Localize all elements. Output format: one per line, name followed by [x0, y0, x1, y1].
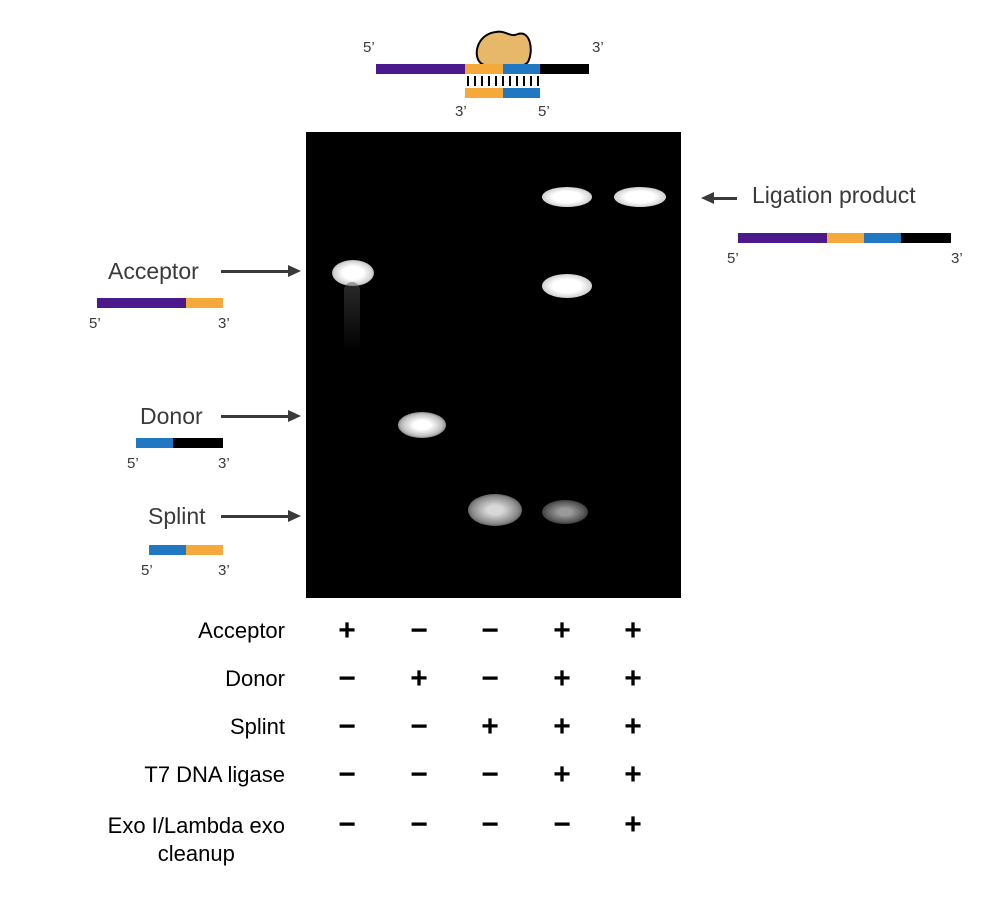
- top-donor-segment: [540, 64, 589, 74]
- sign-cell: +: [553, 758, 571, 791]
- condition-label-donor: Donor: [225, 666, 285, 691]
- splint-strand-blue: [149, 545, 186, 555]
- condition-label-splint: Splint: [229, 714, 285, 739]
- sign-cell: −: [553, 808, 571, 841]
- condition-label-acceptor: Acceptor: [198, 618, 285, 643]
- gel-band-product-lane5: [614, 187, 666, 207]
- splint-label: Splint: [148, 503, 206, 529]
- donor-five-prime: 5’: [127, 455, 139, 472]
- splint-three-prime-label: 3’: [455, 103, 467, 120]
- sign-cell: −: [338, 758, 356, 791]
- sign-cell: +: [338, 614, 356, 647]
- splint-five-prime-label: 5’: [538, 103, 550, 120]
- ligation-product-label: Ligation product: [752, 182, 916, 208]
- sign-cell: −: [410, 808, 428, 841]
- sign-cell: −: [410, 614, 428, 647]
- sign-cell: +: [624, 808, 642, 841]
- splint-five-prime: 5’: [141, 562, 153, 579]
- top-donor-start-segment: [503, 64, 540, 74]
- acceptor-strand-orange: [186, 298, 223, 308]
- top-acceptor-end-segment: [465, 64, 503, 74]
- donor-three-prime: 3’: [218, 455, 230, 472]
- product-strand-blue: [864, 233, 901, 243]
- condition-label-ligase: T7 DNA ligase: [144, 762, 285, 787]
- sign-cell: −: [410, 758, 428, 791]
- gel-band-splint-lane4: [542, 500, 588, 524]
- donor-strand-blue: [136, 438, 173, 448]
- product-three-prime: 3’: [951, 250, 963, 267]
- gel-band-donor-lane2: [398, 412, 446, 438]
- gel-band-acceptor-lane1: [332, 260, 374, 286]
- splint-arrow: [221, 510, 301, 522]
- sign-cell: +: [481, 710, 499, 743]
- sign-cell: −: [338, 808, 356, 841]
- sign-cell: +: [624, 758, 642, 791]
- sign-cell: −: [481, 808, 499, 841]
- sign-cell: +: [553, 662, 571, 695]
- donor-label: Donor: [140, 403, 203, 429]
- gel-smear: [344, 282, 360, 352]
- sign-cell: −: [481, 758, 499, 791]
- donor-strand-black: [173, 438, 223, 448]
- three-prime-label: 3’: [592, 39, 604, 56]
- gel-band-product-lane4: [542, 187, 592, 207]
- sign-cell: −: [410, 710, 428, 743]
- gel-band-splint-lane3: [468, 494, 522, 526]
- sign-cell: +: [410, 662, 428, 695]
- gel-image: [306, 132, 681, 598]
- sign-cell: −: [481, 614, 499, 647]
- top-splint-orange-segment: [465, 88, 503, 98]
- gel-band-acceptor-lane4: [542, 274, 592, 298]
- product-strand-orange: [827, 233, 864, 243]
- donor-arrow: [221, 410, 301, 422]
- sign-cell: −: [481, 662, 499, 695]
- product-strand-purple: [738, 233, 827, 243]
- acceptor-strand-purple: [97, 298, 186, 308]
- sign-cell: +: [624, 614, 642, 647]
- product-five-prime: 5’: [727, 250, 739, 267]
- sign-cell: −: [338, 662, 356, 695]
- acceptor-label: Acceptor: [108, 258, 199, 284]
- acceptor-arrow: [221, 265, 301, 277]
- base-pair-ticks: [467, 76, 539, 86]
- sign-cell: +: [624, 662, 642, 695]
- sign-cell: −: [338, 710, 356, 743]
- sign-cell: +: [553, 614, 571, 647]
- acceptor-three-prime: 3’: [218, 315, 230, 332]
- sign-cell: +: [624, 710, 642, 743]
- ligation-product-arrow: [701, 192, 737, 204]
- condition-label-exo-cleanup: Exo I/Lambda exo cleanup: [107, 813, 285, 866]
- sign-cell: +: [553, 710, 571, 743]
- splint-strand-orange: [186, 545, 223, 555]
- top-splint-blue-segment: [503, 88, 540, 98]
- acceptor-five-prime: 5’: [89, 315, 101, 332]
- splint-three-prime: 3’: [218, 562, 230, 579]
- product-strand-black: [901, 233, 951, 243]
- five-prime-label: 5’: [363, 39, 375, 56]
- top-acceptor-segment: [376, 64, 465, 74]
